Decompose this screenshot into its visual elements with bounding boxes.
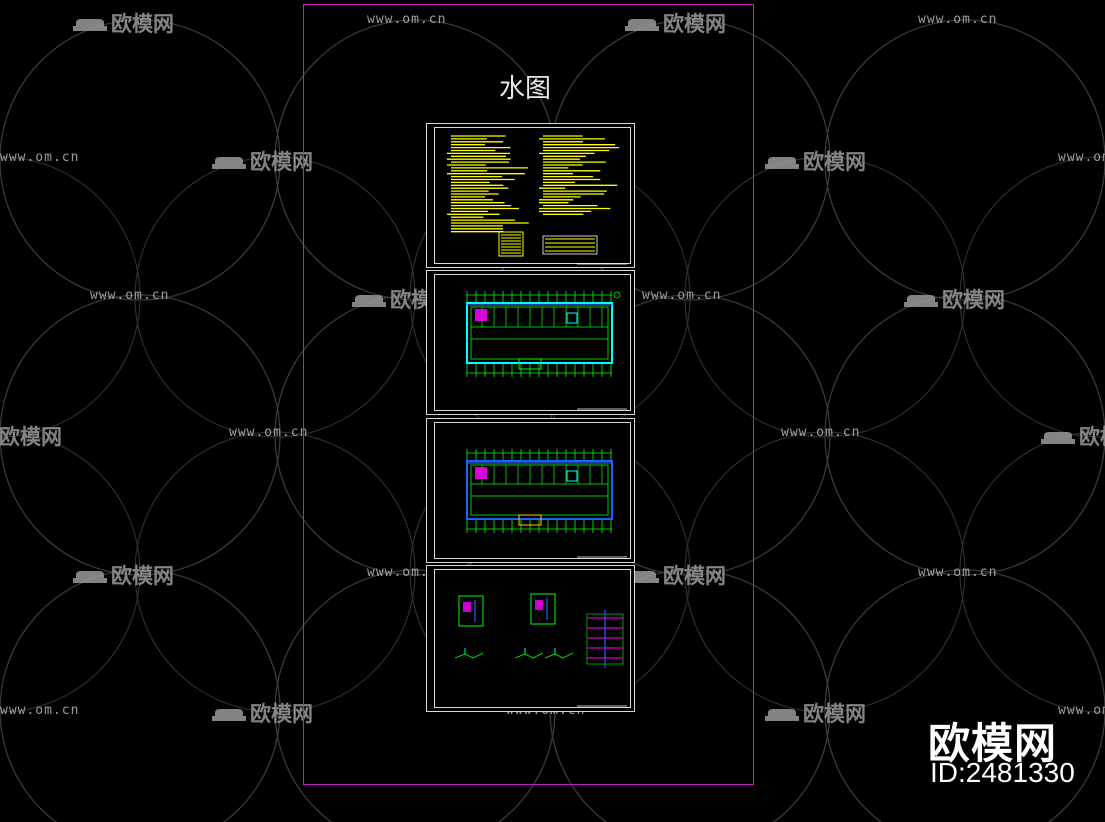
sofa-icon — [73, 571, 107, 583]
watermark-logo: 欧模网 — [764, 146, 866, 176]
drawing-title: 水图 — [498, 74, 551, 104]
detail-fixture — [535, 600, 543, 610]
watermark-circle — [684, 156, 966, 438]
sheet-border — [434, 127, 631, 264]
sheet-border — [434, 569, 631, 708]
watermark-url: www.om.cn — [90, 288, 170, 303]
sofa-icon — [765, 157, 799, 169]
entrance — [518, 358, 542, 370]
details-sheet[interactable] — [426, 565, 635, 712]
watermark-logo: 欧模网 — [0, 421, 62, 451]
sofa-icon — [73, 19, 107, 31]
entrance — [518, 514, 542, 526]
watermark-url: www.om.cn — [229, 425, 309, 440]
sofa-icon — [904, 295, 938, 307]
watermark-url: www.om.cn — [0, 150, 80, 165]
watermark-logo: 欧模网 — [72, 560, 174, 590]
pipe-iso — [514, 652, 544, 659]
pipe-iso — [454, 652, 484, 659]
fixture — [566, 312, 578, 324]
sofa-icon — [765, 709, 799, 721]
inner-wall — [470, 464, 609, 516]
watermark-logo: 欧模网 — [211, 698, 313, 728]
watermark-url: www.om.cn — [642, 288, 722, 303]
watermark-logo-text: 欧模网 — [111, 12, 174, 36]
watermark-url: www.om.cn — [367, 565, 447, 580]
fixture — [566, 470, 578, 482]
watermark-circle — [684, 431, 966, 713]
watermark-logo-text: 欧模网 — [250, 150, 313, 174]
details-drawing — [454, 593, 627, 707]
brand-id-text: ID:2481330 — [930, 757, 1075, 788]
watermark-circle — [0, 431, 141, 713]
watermark-url: www.om.cn — [1058, 703, 1105, 718]
watermark-logo-text: 欧模网 — [663, 564, 726, 588]
watermark-url: www.om.cn — [918, 12, 998, 27]
watermark-logo: 欧模网 — [903, 284, 1005, 314]
watermark-logo-text: 欧模网 — [942, 288, 1005, 312]
watermark-circle — [134, 431, 416, 713]
watermark-url: www.om.cn — [367, 12, 447, 27]
notes-drawing — [447, 135, 627, 265]
building-outline — [466, 302, 613, 364]
watermark-url: www.om.cn — [781, 425, 861, 440]
watermark-circle — [959, 431, 1105, 713]
watermark-url: www.om.cn — [1058, 150, 1105, 165]
watermark-logo: 欧模网 — [624, 8, 726, 38]
building-outline — [466, 460, 613, 520]
legend-box — [498, 231, 524, 257]
watermark-logo-text: 欧模网 — [803, 702, 866, 726]
floor-plan-1-sheet[interactable] — [426, 270, 635, 415]
layout-frame — [303, 4, 754, 785]
sheet-border — [434, 274, 631, 411]
floor-plan-2-sheet[interactable] — [426, 418, 635, 563]
sofa-icon — [1041, 432, 1075, 444]
detail-fixture — [463, 602, 471, 612]
sofa-icon — [352, 295, 386, 307]
floor-plan-drawing — [466, 291, 627, 410]
watermark-logo: 欧模网 — [72, 8, 174, 38]
watermark-logo-text: 欧模网 — [111, 564, 174, 588]
watermark-url: www.om.cn — [0, 703, 80, 718]
brand-logo-text: 欧模网 — [928, 719, 1058, 768]
watermark-logo: 欧模网 — [1040, 421, 1105, 451]
watermark-url: www.om.cn — [918, 565, 998, 580]
sofa-icon — [212, 709, 246, 721]
inner-wall — [470, 306, 609, 360]
watermark-logo: 欧模网 — [764, 698, 866, 728]
watermark-logo-text: 欧模网 — [663, 12, 726, 36]
watermark-circle — [959, 156, 1105, 438]
sheet-border — [434, 422, 631, 559]
detail-room — [530, 593, 556, 625]
table-box — [542, 235, 598, 255]
toilet-room — [475, 467, 487, 479]
detail-room — [458, 595, 484, 627]
floor-plan-drawing — [466, 449, 627, 558]
design-notes-sheet[interactable] — [426, 123, 635, 268]
north-arrow — [613, 291, 621, 299]
watermark-circle — [134, 156, 416, 438]
sofa-icon — [212, 157, 246, 169]
watermark-logo-text: 欧模网 — [803, 150, 866, 174]
pipe-iso — [544, 652, 574, 659]
watermark-logo-text: 欧模网 — [1079, 425, 1105, 449]
sofa-icon — [625, 19, 659, 31]
watermark-logo-text: 欧模网 — [250, 702, 313, 726]
toilet-room — [475, 309, 487, 321]
watermark-circle — [0, 156, 141, 438]
watermark-logo-text: 欧模网 — [0, 425, 62, 449]
watermark-logo: 欧模网 — [211, 146, 313, 176]
